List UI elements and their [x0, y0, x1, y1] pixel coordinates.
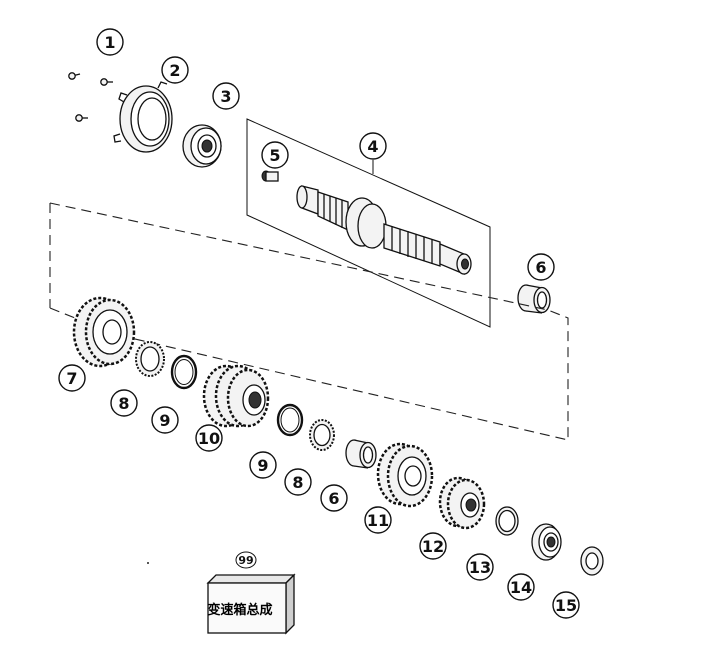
thrust-washer-part-8-right	[309, 419, 335, 451]
plug-part-5	[261, 170, 279, 182]
callout-9-left: 9	[151, 406, 179, 434]
callout-11: 11	[364, 506, 392, 534]
callout-8-left-label: 8	[118, 394, 129, 413]
needle-bearing-part-6-lower	[345, 439, 377, 469]
callout-99: 99	[235, 551, 257, 569]
callout-14: 14	[507, 573, 535, 601]
washer-part-15	[580, 546, 604, 576]
callout-15-label: 15	[555, 596, 577, 615]
callout-1-label: 1	[104, 33, 115, 52]
callout-9-right-label: 9	[257, 456, 268, 475]
needle-bearing-part-6-upper	[517, 284, 551, 314]
callout-12-label: 12	[422, 537, 444, 556]
callout-2: 2	[161, 56, 189, 84]
callout-11-label: 11	[367, 511, 389, 530]
callout-14-label: 14	[510, 578, 532, 597]
callout-3: 3	[212, 82, 240, 110]
callout-10-label: 10	[198, 429, 220, 448]
double-gear-part-10	[202, 364, 270, 428]
washer-part-13	[495, 506, 519, 536]
callout-5-label: 5	[269, 146, 280, 165]
callout-15: 15	[552, 591, 580, 619]
shaft-group-bracket	[246, 118, 491, 328]
callout-2-label: 2	[169, 61, 180, 80]
callout-8-right: 8	[284, 468, 312, 496]
retainer-plate-part-2	[113, 81, 173, 153]
ball-bearing-part-3	[182, 124, 222, 168]
callout-6-upper: 6	[527, 253, 555, 281]
callout-4-label: 4	[367, 137, 378, 156]
callout-8-left: 8	[110, 389, 138, 417]
screw-part-1c	[75, 114, 88, 122]
gear-part-11	[376, 442, 434, 508]
callout-9-right: 9	[249, 451, 277, 479]
callout-13-label: 13	[469, 558, 491, 577]
callout-7: 7	[58, 364, 86, 392]
ball-bearing-part-14	[531, 523, 562, 561]
callout-3-label: 3	[220, 87, 231, 106]
circlip-part-9-left	[170, 354, 198, 390]
callout-6-upper-label: 6	[535, 258, 546, 277]
assembly-box-label: 变速箱总成	[207, 602, 272, 618]
callout-1: 1	[96, 28, 124, 56]
callout-13: 13	[466, 553, 494, 581]
stray-dot	[147, 562, 149, 564]
screw-part-1b	[100, 78, 113, 86]
gear-part-7	[72, 296, 136, 368]
assembly-box-part-99: 变速箱总成	[206, 573, 296, 635]
callout-7-label: 7	[66, 369, 77, 388]
callout-12: 12	[419, 532, 447, 560]
callout-5: 5	[261, 141, 289, 169]
callout-6-lower-label: 6	[328, 489, 339, 508]
callout-9-left-label: 9	[159, 411, 170, 430]
dashed-assembly-line	[49, 202, 569, 441]
callout-99-label: 99	[238, 554, 253, 567]
callout-8-right-label: 8	[292, 473, 303, 492]
main-shaft-part-4	[296, 185, 472, 275]
callout-4: 4	[359, 132, 387, 160]
callout-10: 10	[195, 424, 223, 452]
gear-part-12	[438, 476, 486, 530]
thrust-washer-part-8-left	[135, 341, 165, 377]
circlip-part-9-right	[276, 403, 304, 437]
callout-6-lower: 6	[320, 484, 348, 512]
screw-part-1a	[68, 72, 81, 80]
